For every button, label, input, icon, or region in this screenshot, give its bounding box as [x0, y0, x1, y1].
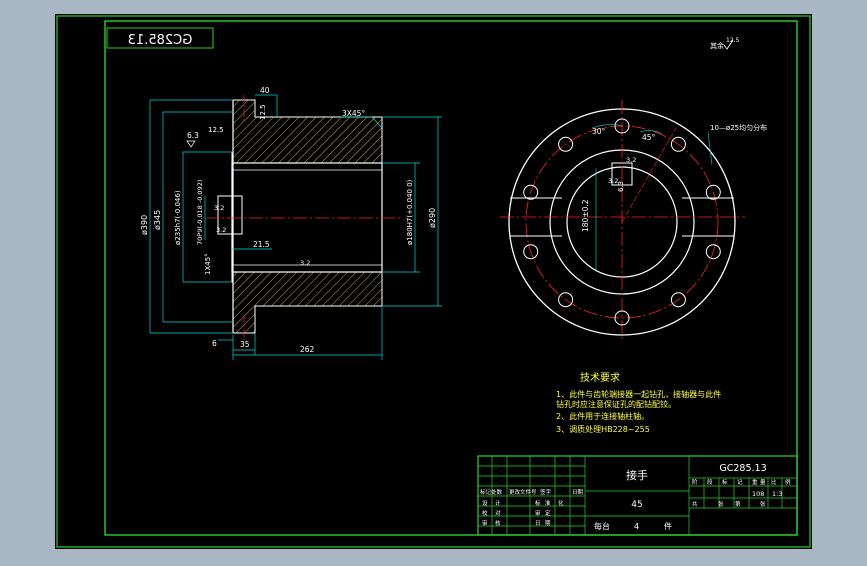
- tb-header-cell: 段: [707, 478, 713, 486]
- roughness-general-value: 12.5: [726, 37, 740, 44]
- keyway: [217, 195, 243, 235]
- dim-6-3-end: 6.3: [617, 181, 625, 192]
- tb-left-row-cell: 审: [535, 509, 541, 517]
- bolt-hole: [670, 136, 686, 152]
- end-view: 30° 45° 10—ø25均匀分布 180±0.2 6.3 3.2 3.2: [500, 100, 767, 340]
- tb-left-row-cell: 期: [545, 520, 551, 527]
- tb-left-header-3: 签字: [540, 488, 552, 496]
- dim-262: 262: [300, 345, 315, 354]
- dim-30-deg: 30°: [592, 127, 606, 136]
- dim-3x45: 3X45°: [342, 109, 365, 118]
- bore-outline: [231, 162, 383, 273]
- tb-header-cell: 比: [771, 478, 777, 486]
- svg-text:其余: 其余: [710, 41, 724, 50]
- dim-12-5-left: 12.5: [208, 126, 224, 134]
- dim-70: 70P9(-0.018 -0.092): [196, 180, 204, 245]
- mirrored-drawing-number: GC285.13: [128, 33, 193, 48]
- tb-header-cell: 记: [737, 479, 743, 486]
- tb-sheet-cell: 张: [718, 500, 724, 508]
- tb-left-header-2: 更改文件号: [509, 488, 537, 496]
- bolt-hole: [558, 136, 574, 152]
- outer-frame: [56, 15, 811, 548]
- bolt-hole: [558, 292, 574, 308]
- tb-sheet-cell: 第: [735, 500, 741, 508]
- dim-290: ø290: [428, 208, 437, 228]
- bolt-hole: [523, 184, 539, 200]
- tb-part-name: 接手: [626, 468, 648, 482]
- bolt-holes: [523, 118, 721, 326]
- front-section-view: 40 3X45° 6.3 12.5 12.5 ø390 ø345 ø235h7(…: [140, 86, 442, 360]
- canvas-background: [55, 14, 812, 549]
- bolt-hole: [705, 244, 721, 260]
- tb-left-row-cell: 标: [535, 499, 541, 507]
- tb-left-row-cell: 审: [482, 519, 488, 527]
- tb-header-cell: 标: [722, 478, 728, 486]
- technical-notes: 技术要求 1、此件与齿轮端接器一起钻孔，接轴器与此件 钻孔时应注意保证孔的配钻配…: [556, 371, 721, 434]
- tb-left-row-cell: 日: [535, 520, 541, 527]
- tb-sheet-cell: 张: [760, 500, 766, 508]
- tb-header-cell: 量: [760, 479, 766, 486]
- dim-12-5-top: 12.5: [259, 104, 267, 120]
- tb-left-header-1: 标记处数: [480, 488, 503, 496]
- tb-left-row-cell: 校: [482, 509, 488, 517]
- tb-left-rows: 设计标准化校对审定审核日期: [482, 499, 564, 527]
- dim-21-5: 21.5: [253, 240, 270, 249]
- bolt-hole: [705, 184, 721, 200]
- dim-40: 40: [260, 86, 270, 95]
- note-line-2: 钻孔时应注意保证孔的配钻配铰。: [556, 399, 676, 409]
- tb-unit: 件: [664, 521, 672, 531]
- tb-left-row-cell: 化: [558, 499, 564, 507]
- dim-3-2-b: 3.2: [216, 226, 226, 234]
- dim-180: ø180H7(+0.040 0): [406, 179, 414, 245]
- bolt-hole: [670, 292, 686, 308]
- tb-header-cell: 例: [785, 478, 791, 486]
- dim-3-2-end-a: 3.2: [626, 156, 636, 164]
- dim-35: 35: [240, 340, 250, 349]
- inner-frame: [104, 20, 798, 536]
- tb-header-cell: 阶: [692, 478, 698, 486]
- bolt-hole: [614, 118, 630, 134]
- general-roughness: 其余 12.5: [710, 37, 740, 50]
- tb-scale: 1:3: [772, 490, 782, 498]
- dim-345: ø345: [153, 210, 162, 230]
- dim-6-3: 6.3: [187, 131, 199, 140]
- tb-left-row-cell: 计: [495, 499, 501, 507]
- tb-left-row-cell: 定: [545, 509, 551, 517]
- dim-3-2-a: 3.2: [214, 204, 224, 212]
- dim-235: ø235h7(-0.046): [174, 190, 182, 245]
- tb-weight: 108: [752, 490, 764, 498]
- dim-3-2-c: 3.2: [300, 259, 310, 267]
- dim-1x45: 1X45°: [204, 253, 212, 275]
- tb-quantity: 4: [634, 522, 639, 531]
- tb-header-cells: 阶 段 标 记 重量比例: [692, 478, 791, 486]
- dim-6: 6: [212, 339, 217, 348]
- tb-left-row-cell: 准: [545, 499, 551, 507]
- dim-holes: 10—ø25均匀分布: [710, 123, 767, 132]
- tb-left-header-4: 日期: [572, 489, 584, 496]
- bolt-hole: [614, 310, 630, 326]
- dim-180-2: 180±0.2: [581, 199, 590, 232]
- tb-sheet-cells: 共张第张: [692, 500, 766, 508]
- tb-material: 45: [631, 500, 642, 510]
- dim-45-deg: 45°: [642, 133, 656, 142]
- dim-390: ø390: [140, 215, 149, 235]
- note-line-4: 3、调质处理HB228~255: [556, 424, 650, 434]
- tb-left-row-cell: 核: [495, 519, 501, 527]
- mirrored-title-box: GC285.13: [106, 27, 214, 49]
- note-line-1: 1、此件与齿轮端接器一起钻孔，接轴器与此件: [556, 389, 721, 399]
- tb-left-row-cell: 对: [495, 509, 501, 517]
- bolt-hole: [523, 244, 539, 260]
- tb-quantity-label: 每台: [594, 521, 610, 531]
- tb-sheet-cell: 共: [692, 500, 698, 508]
- tb-header-cell: 重: [752, 478, 758, 486]
- tb-drawing-no: GC285.13: [719, 463, 766, 474]
- notes-title: 技术要求: [580, 371, 620, 384]
- tb-left-row-cell: 设: [482, 499, 488, 507]
- dim-3-2-end-b: 3.2: [608, 177, 618, 185]
- title-block: 标记处数 更改文件号 签字 日期 设计标准化校对审定审核日期 接手 45 每台 …: [477, 455, 798, 536]
- note-line-3: 2、此件用于连接轴柱轴。: [556, 411, 649, 421]
